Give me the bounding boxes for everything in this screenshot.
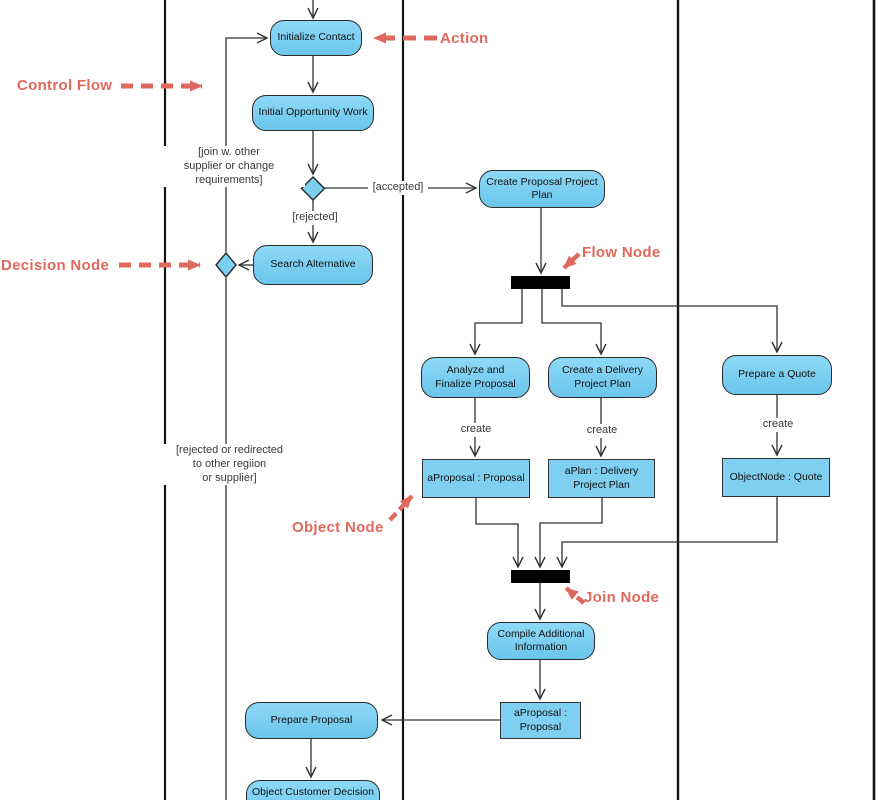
edge-label-create-3: create (757, 418, 799, 432)
flow-aplan-to-join (534, 498, 603, 569)
annotation-flow-node-label: Flow Node (582, 244, 661, 261)
flow-quote-to-join (556, 497, 778, 569)
action-create-a-delivery-project-plan[interactable]: Create a Delivery Project Plan (548, 357, 657, 398)
guard-rejected: [rejected] (284, 211, 346, 225)
annotation-decision-node-label: Decision Node (1, 257, 110, 274)
action-compile-additional-information[interactable]: Compile Additional Information (487, 622, 595, 660)
object-node-annotation-arrow (388, 494, 414, 522)
flow-fork-to-delivery-plan (541, 289, 607, 356)
flow-aproposal-to-join (475, 498, 524, 569)
join-node-annotation-arrow (564, 586, 586, 605)
flow-fork-to-prepare-quote (561, 289, 783, 354)
action-create-proposal-project-plan[interactable]: Create Proposal Project Plan (479, 170, 605, 208)
action-prepare-a-quote[interactable]: Prepare a Quote (722, 355, 832, 395)
annotation-action-label: Action (440, 30, 489, 47)
guard-rejected-or-redirected: [rejected or redirected to other regiion… (146, 444, 313, 486)
object-node-aproposal-copy[interactable]: aProposal : Proposal (500, 702, 581, 739)
flow-node-annotation-arrow (562, 252, 581, 270)
fork-bar[interactable] (511, 276, 570, 289)
action-object-customer-decision[interactable]: Object Customer Decision (246, 780, 380, 800)
action-search-alternative[interactable]: Search Alternative (253, 245, 373, 285)
flow-merge-to-initialize-contact (225, 32, 269, 252)
annotation-object-node-label: Object Node (292, 519, 384, 536)
annotation-control-flow-label: Control Flow (17, 77, 113, 94)
object-node-aplan[interactable]: aPlan : Delivery Project Plan (548, 459, 655, 498)
merge-node-diamond[interactable] (215, 251, 237, 279)
object-node-aproposal[interactable]: aProposal : Proposal (422, 459, 530, 498)
action-initialize-contact[interactable]: Initialize Contact (270, 20, 362, 56)
flow-fork-to-analyze (469, 289, 523, 356)
annotation-join-node-label: Join Node (584, 589, 660, 606)
object-node-quote[interactable]: ObjectNode : Quote (722, 458, 830, 497)
action-initial-opportunity-work[interactable]: Initial Opportunity Work (252, 95, 374, 131)
edge-label-create-2: create (581, 424, 623, 438)
decision-node-diamond[interactable] (300, 176, 326, 201)
guard-accepted: [accepted] (368, 181, 428, 195)
guard-join-with-other: [join w. other supplier or change requir… (153, 146, 305, 188)
join-bar[interactable] (511, 570, 570, 583)
action-analyze-and-finalize-proposal[interactable]: Analyze and Finalize Proposal (421, 357, 530, 398)
edge-label-create-1: create (455, 423, 497, 437)
action-prepare-proposal[interactable]: Prepare Proposal (245, 702, 378, 739)
